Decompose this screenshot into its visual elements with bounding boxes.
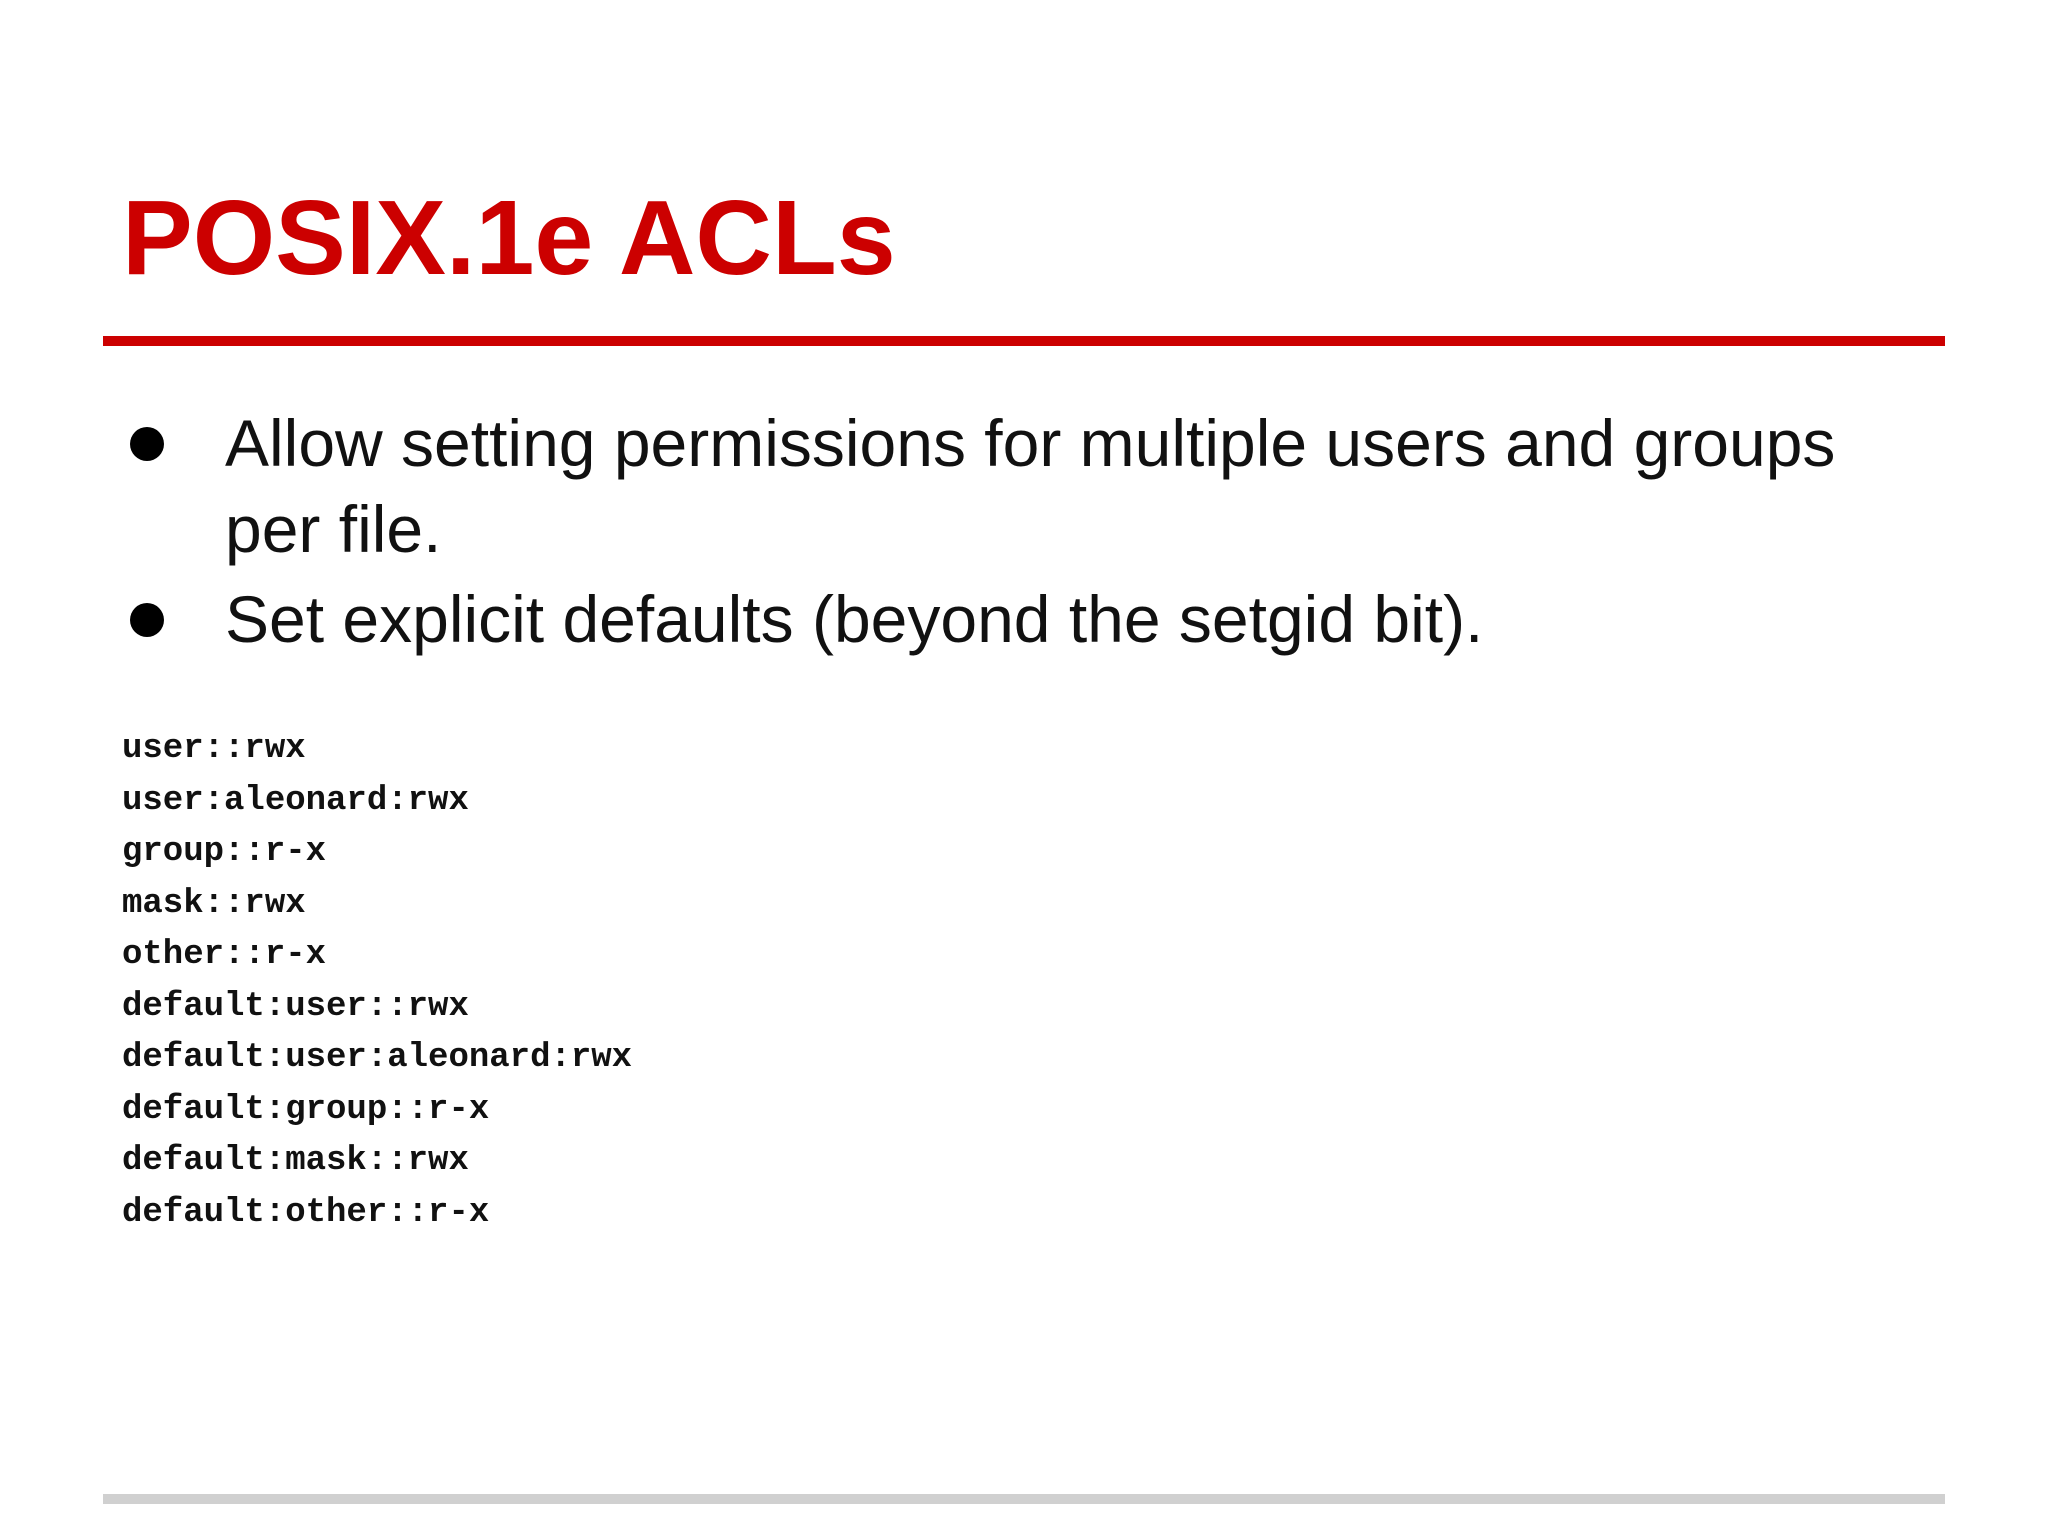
acl-entry: group::r-x <box>122 833 327 871</box>
acl-entry: user::rwx <box>122 730 306 768</box>
bullet-text: Allow setting permissions for multiple u… <box>225 406 1836 566</box>
acl-entry: other::r-x <box>122 936 327 974</box>
footer-divider <box>103 1494 1945 1504</box>
acl-code-block: user::rwx user:aleonard:rwx group::r-x m… <box>122 724 632 1239</box>
acl-entry: mask::rwx <box>122 884 306 923</box>
bullet-text: Set explicit defaults (beyond the setgid… <box>225 582 1484 656</box>
title-divider <box>103 336 1945 346</box>
slide-title: POSIX.1e ACLs <box>122 179 896 297</box>
bullet-item: Allow setting permissions for multiple u… <box>122 400 1922 572</box>
bullet-dot-icon <box>130 603 164 637</box>
acl-entry: default:user::rwx <box>122 987 469 1026</box>
acl-entry: default:user:aleonard:rwx <box>122 1039 633 1077</box>
bullet-list: Allow setting permissions for multiple u… <box>122 400 1922 666</box>
acl-entry: user:aleonard:rwx <box>122 781 469 820</box>
acl-entry: default:mask::rwx <box>122 1142 469 1180</box>
acl-entry: default:other::r-x <box>122 1193 490 1232</box>
bullet-dot-icon <box>130 427 164 461</box>
acl-entry: default:group::r-x <box>122 1090 490 1129</box>
bullet-item: Set explicit defaults (beyond the setgid… <box>122 576 1922 662</box>
